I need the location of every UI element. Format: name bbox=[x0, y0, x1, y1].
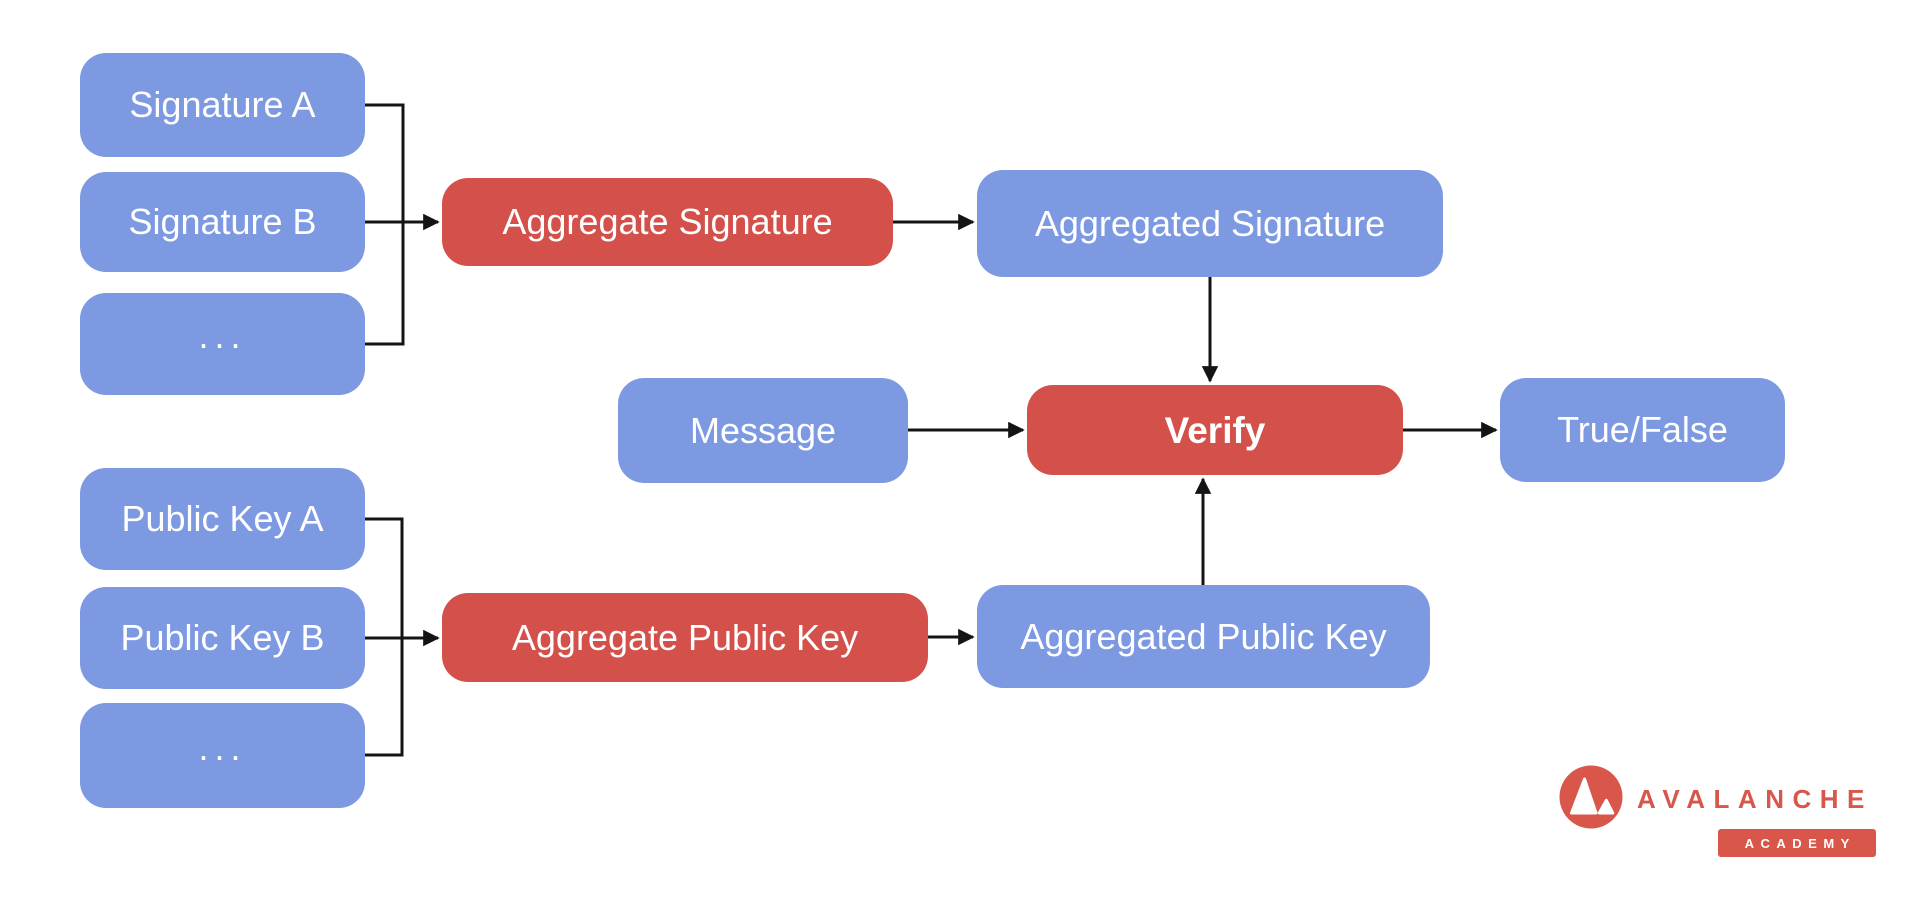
node-label: Aggregate Public Key bbox=[511, 616, 859, 658]
node-label: Signature A bbox=[129, 84, 316, 125]
node-label: Message bbox=[689, 409, 837, 451]
node-label: Signature B bbox=[128, 201, 317, 242]
node-signature-a: Signature A bbox=[80, 53, 365, 157]
node-label: Verify bbox=[1164, 409, 1266, 451]
node-public-key-a: Public Key A bbox=[80, 468, 365, 570]
node-aggregated-signature: Aggregated Signature bbox=[977, 170, 1443, 277]
node-signatures-ellipsis: ... bbox=[80, 293, 365, 395]
avalanche-logo-icon bbox=[1559, 765, 1623, 829]
node-label: True/False bbox=[1557, 409, 1728, 450]
node-label: Aggregated Signature bbox=[1034, 202, 1386, 244]
node-label: Public Key A bbox=[121, 498, 324, 539]
node-aggregated-public-key: Aggregated Public Key bbox=[977, 585, 1430, 688]
node-signature-b: Signature B bbox=[80, 172, 365, 272]
node-public-keys-ellipsis: ... bbox=[80, 703, 365, 808]
node-label: Aggregated Public Key bbox=[1020, 615, 1387, 657]
node-true-false: True/False bbox=[1500, 378, 1785, 482]
node-label: ... bbox=[198, 315, 247, 356]
node-message: Message bbox=[618, 378, 908, 483]
node-label: Public Key B bbox=[120, 617, 325, 658]
brand-wordmark: AVALANCHE bbox=[1637, 784, 1873, 814]
node-aggregate-public-key: Aggregate Public Key bbox=[442, 593, 928, 682]
node-verify: Verify bbox=[1027, 385, 1403, 475]
node-label: Aggregate Signature bbox=[502, 201, 833, 242]
node-label: ... bbox=[198, 726, 247, 768]
brand-academy-badge: ACADEMY bbox=[1718, 829, 1876, 857]
node-public-key-b: Public Key B bbox=[80, 587, 365, 689]
node-aggregate-signature: Aggregate Signature bbox=[442, 178, 893, 266]
